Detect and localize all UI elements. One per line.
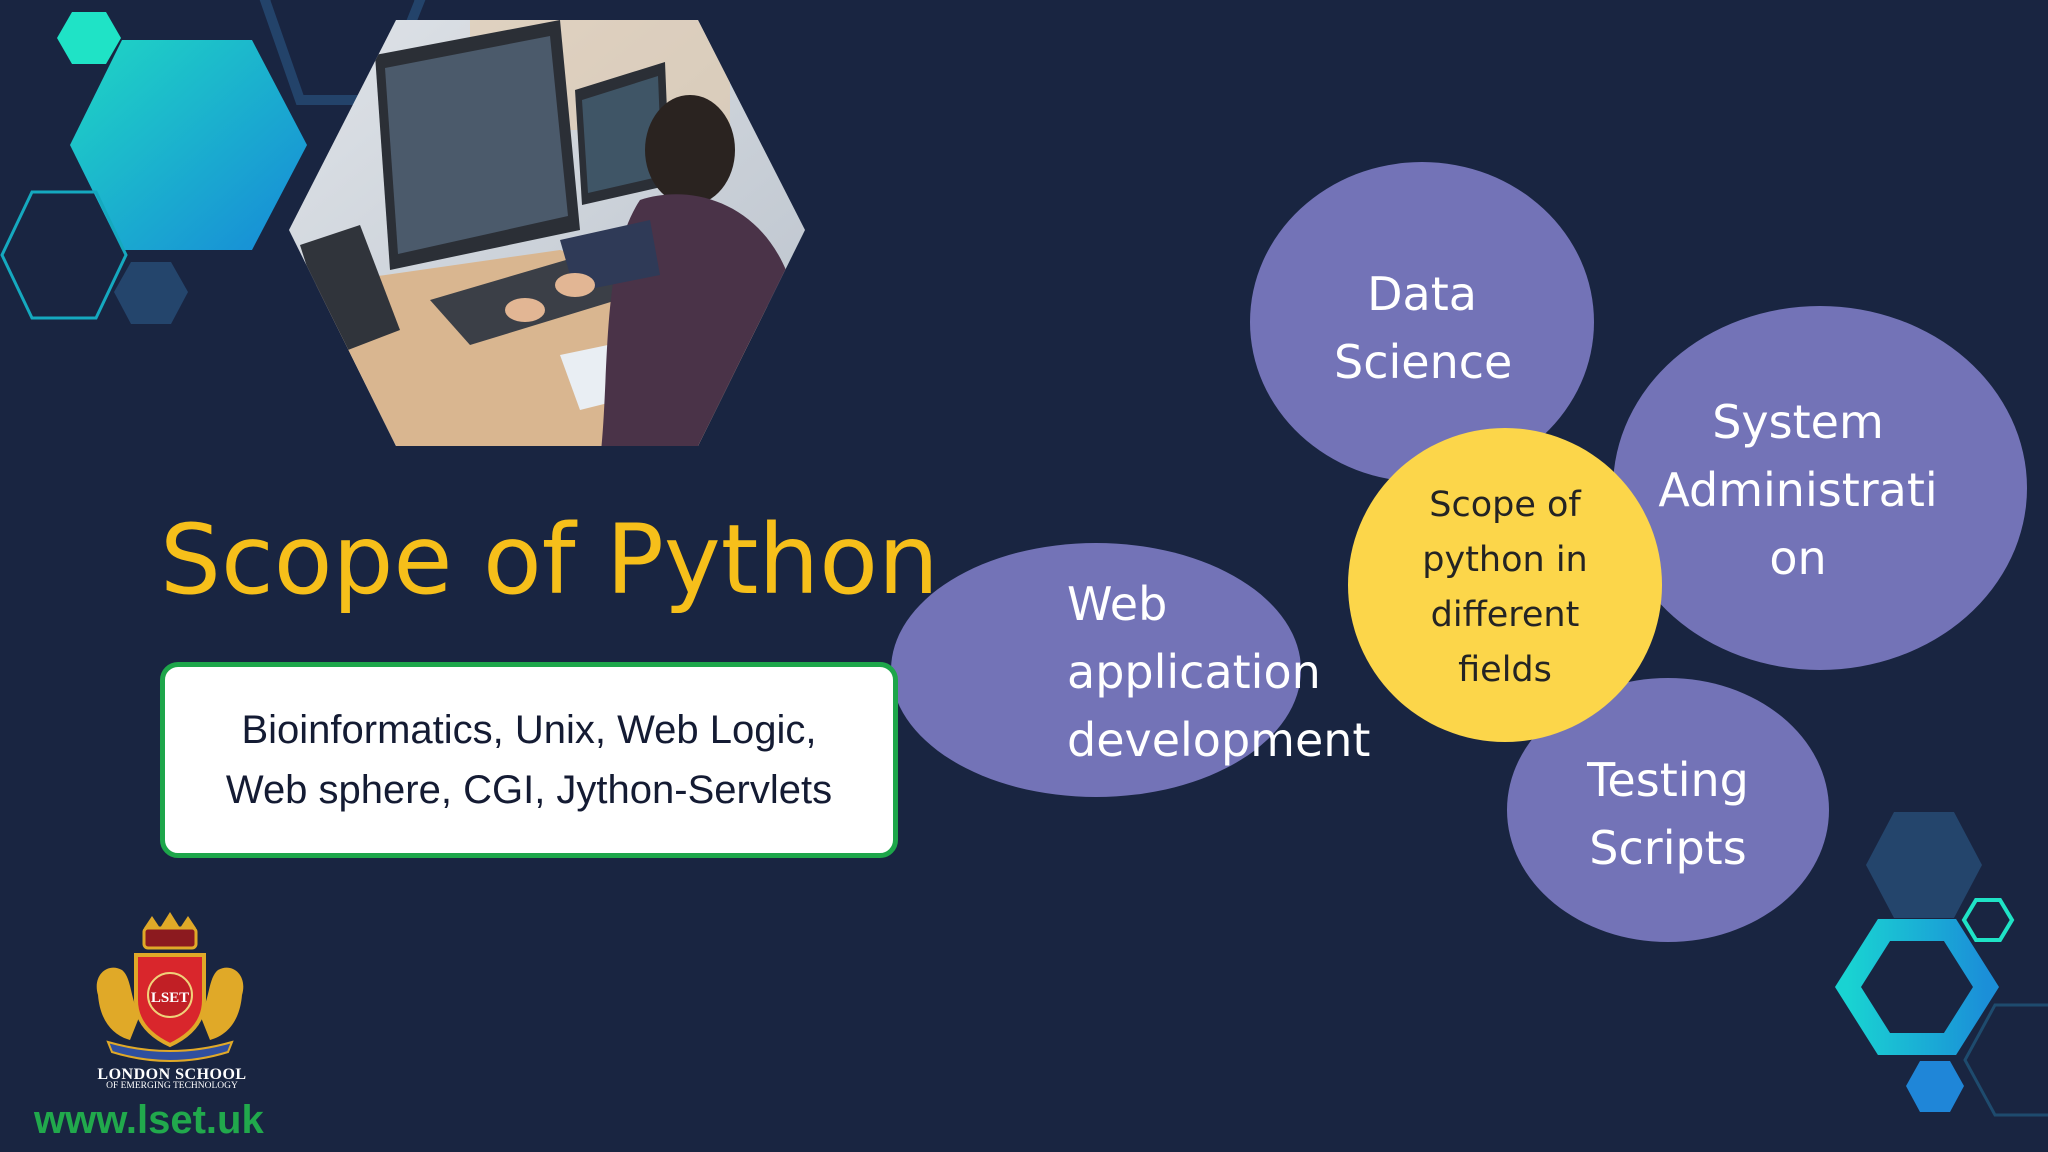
lset-logo: LSET [96,912,244,1062]
bubble-system-administration [1613,306,2027,670]
bubble-web-application-development [891,543,1301,797]
slide-title: Scope of Python [160,504,939,616]
label-system-administration: System Administrati on [1658,395,1938,585]
logo-school-name: LONDON SCHOOL [97,1066,247,1083]
hexagon-navy-bottom [1866,812,1982,918]
label-testing-scripts: Testing Scripts [1587,753,1749,875]
fields-box-line-2: Web sphere, CGI, Jython-Servlets [225,768,833,812]
bubble-testing-scripts [1507,678,1829,942]
bubble-data-science [1250,162,1594,482]
hexagon-gradient-large [70,40,307,250]
fields-box: Bioinformatics, Unix, Web Logic, Web sph… [160,662,898,858]
hexagon-outline-top [259,0,426,105]
hexagon-navy-small [114,262,188,324]
hexagon-outline-bottom-edge [1963,1003,2048,1117]
label-center-scope: Scope of python in different fields [1422,485,1588,690]
hero-photo [289,20,805,446]
hexagon-teal-outline-small [1961,898,2015,942]
label-web-application-development: Web application development [1067,577,1371,767]
fields-box-line-1: Bioinformatics, Unix, Web Logic, [241,708,817,752]
hexagon-teal-small [57,12,121,64]
logo-school-subtitle: OF EMERGING TECHNOLOGY [106,1081,238,1091]
label-data-science: Data Science [1334,267,1513,389]
logo-badge-text: LSET [151,990,189,1006]
hexagon-blue-bottom [1906,1061,1964,1112]
hexagon-gradient-ring [1834,919,2000,1055]
bubble-center-scope [1348,428,1662,742]
hexagon-outline-left [0,190,128,320]
website-link[interactable]: www.lset.uk [34,1098,264,1142]
